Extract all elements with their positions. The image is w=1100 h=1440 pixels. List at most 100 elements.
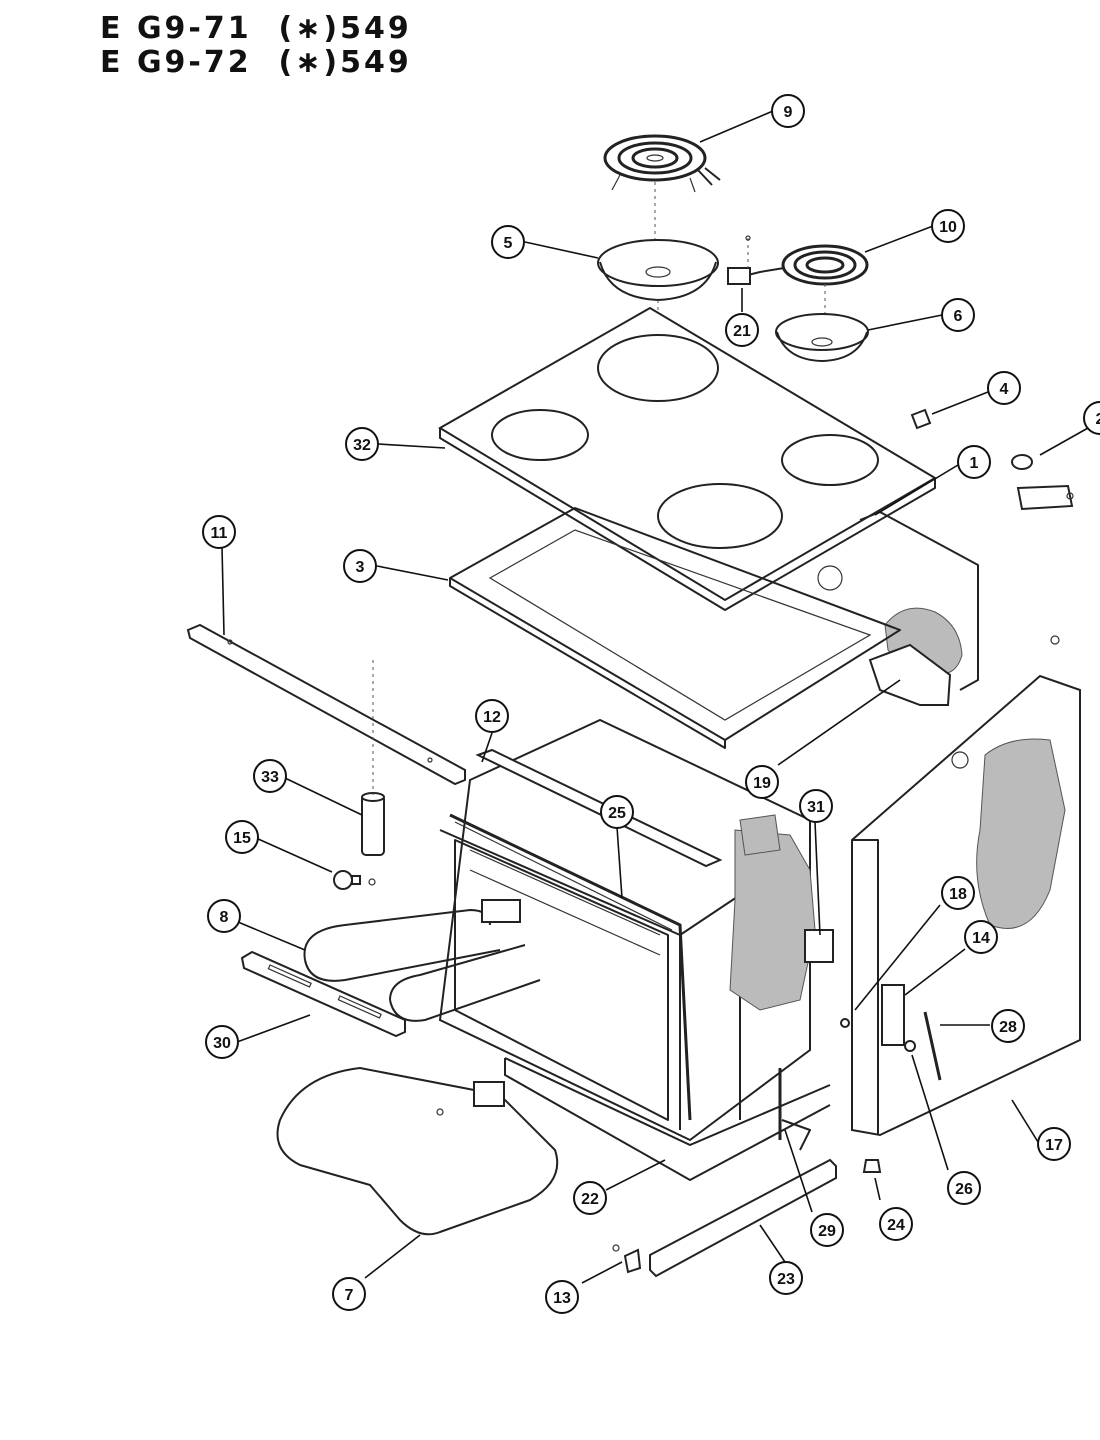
callout-circle	[600, 795, 634, 829]
callout-10: 10	[931, 209, 965, 243]
callout-number: 33	[261, 769, 279, 786]
part-25-door-gasket	[449, 813, 692, 1121]
part-21-terminal-block	[727, 235, 751, 285]
callout-number: 5	[504, 235, 513, 252]
callout-number: 1	[970, 455, 979, 472]
part-2-switch-and-terminal	[1011, 454, 1074, 511]
callout-bubbles: 9510216421323111912332531151881428301726…	[202, 94, 1100, 1314]
callout-circle	[1083, 401, 1100, 435]
callout-circle	[810, 1213, 844, 1247]
callout-14: 14	[964, 920, 998, 954]
part-31-terminal-bracket	[804, 929, 834, 963]
callout-number: 9	[784, 104, 793, 121]
callout-number: 21	[733, 323, 751, 340]
callout-number: 7	[345, 1287, 354, 1304]
part-24-leveling-leg	[862, 1159, 882, 1173]
part-13-clip	[612, 1244, 642, 1274]
callout-4: 4	[987, 371, 1021, 405]
callout-8: 8	[207, 899, 241, 933]
callout-number: 6	[954, 308, 963, 325]
callout-number: 17	[1045, 1137, 1063, 1154]
callout-circle	[769, 1261, 803, 1295]
model-title-line-1: E G9-71 (∗)549	[100, 11, 412, 46]
callout-18: 18	[941, 876, 975, 910]
callout-28: 28	[991, 1009, 1025, 1043]
callout-11: 11	[202, 515, 236, 549]
callout-number: 19	[753, 775, 771, 792]
callout-26: 26	[947, 1171, 981, 1205]
callout-number: 31	[807, 799, 825, 816]
callout-circle	[332, 1277, 366, 1311]
callout-number: 32	[353, 437, 371, 454]
callout-31: 31	[799, 789, 833, 823]
callout-circle	[491, 225, 525, 259]
callout-circle	[964, 920, 998, 954]
part-32-cooktop	[438, 306, 937, 611]
part-4-clip	[910, 408, 932, 430]
callout-circle	[987, 371, 1021, 405]
callout-circle	[545, 1280, 579, 1314]
callout-circle	[725, 313, 759, 347]
callout-32: 32	[345, 427, 379, 461]
part-28-hinge-spring	[923, 1011, 942, 1081]
part-23-front-strip	[649, 1158, 837, 1278]
part-11-rear-strip	[186, 623, 466, 786]
callout-13: 13	[545, 1280, 579, 1314]
part-29-spring	[778, 1068, 811, 1151]
callout-3: 3	[343, 549, 377, 583]
callout-number: 2	[1096, 411, 1100, 428]
callout-29: 29	[810, 1213, 844, 1247]
callout-circle	[957, 445, 991, 479]
part-19-bracket	[868, 643, 952, 706]
callout-circle	[207, 899, 241, 933]
part-5-drip-pan	[597, 239, 719, 301]
callout-circle	[205, 1025, 239, 1059]
insulation-wrap	[729, 814, 816, 1011]
callout-number: 14	[972, 930, 990, 947]
callout-number: 25	[608, 805, 626, 822]
part-6-drip-pan	[775, 313, 869, 362]
callout-7: 7	[332, 1277, 366, 1311]
callout-30: 30	[205, 1025, 239, 1059]
callout-circle	[941, 876, 975, 910]
model-title-line-2: E G9-72 (∗)549	[100, 45, 412, 80]
part-30-vent-trim	[240, 950, 406, 1038]
callout-2: 2	[1083, 401, 1100, 435]
callout-15: 15	[225, 820, 259, 854]
part-10-surface-element	[747, 244, 869, 286]
callout-circle	[799, 789, 833, 823]
callout-24: 24	[879, 1207, 913, 1241]
callout-number: 3	[356, 559, 365, 576]
callout-number: 10	[939, 219, 957, 236]
callout-number: 24	[887, 1217, 905, 1234]
part-12-front-frame-top	[475, 748, 723, 868]
callout-22: 22	[573, 1181, 607, 1215]
part-9-surface-element	[603, 134, 721, 193]
callout-circle	[573, 1181, 607, 1215]
model-title: E G9-71 (∗)549 E G9-72 (∗)549	[100, 12, 412, 80]
callout-circle	[343, 549, 377, 583]
callout-21: 21	[725, 313, 759, 347]
callout-circle	[931, 209, 965, 243]
callout-17: 17	[1037, 1127, 1071, 1161]
callout-circle	[879, 1207, 913, 1241]
callout-5: 5	[491, 225, 525, 259]
callout-circle	[475, 699, 509, 733]
part-15-light-bulb	[333, 870, 376, 890]
callout-circle	[941, 298, 975, 332]
callout-circle	[225, 820, 259, 854]
callout-number: 12	[483, 709, 501, 726]
part-3-top-frame	[449, 507, 901, 749]
callout-circle	[253, 759, 287, 793]
callout-number: 15	[233, 830, 251, 847]
part-26-stop	[904, 1040, 916, 1052]
callout-circle	[991, 1009, 1025, 1043]
callout-19: 19	[745, 765, 779, 799]
callout-33: 33	[253, 759, 287, 793]
callout-9: 9	[771, 94, 805, 128]
callout-circle	[1037, 1127, 1071, 1161]
part-18-screw	[840, 1018, 850, 1028]
part-14-hinge-bracket	[881, 984, 905, 1046]
part-22-oven-bottom	[504, 1057, 831, 1181]
